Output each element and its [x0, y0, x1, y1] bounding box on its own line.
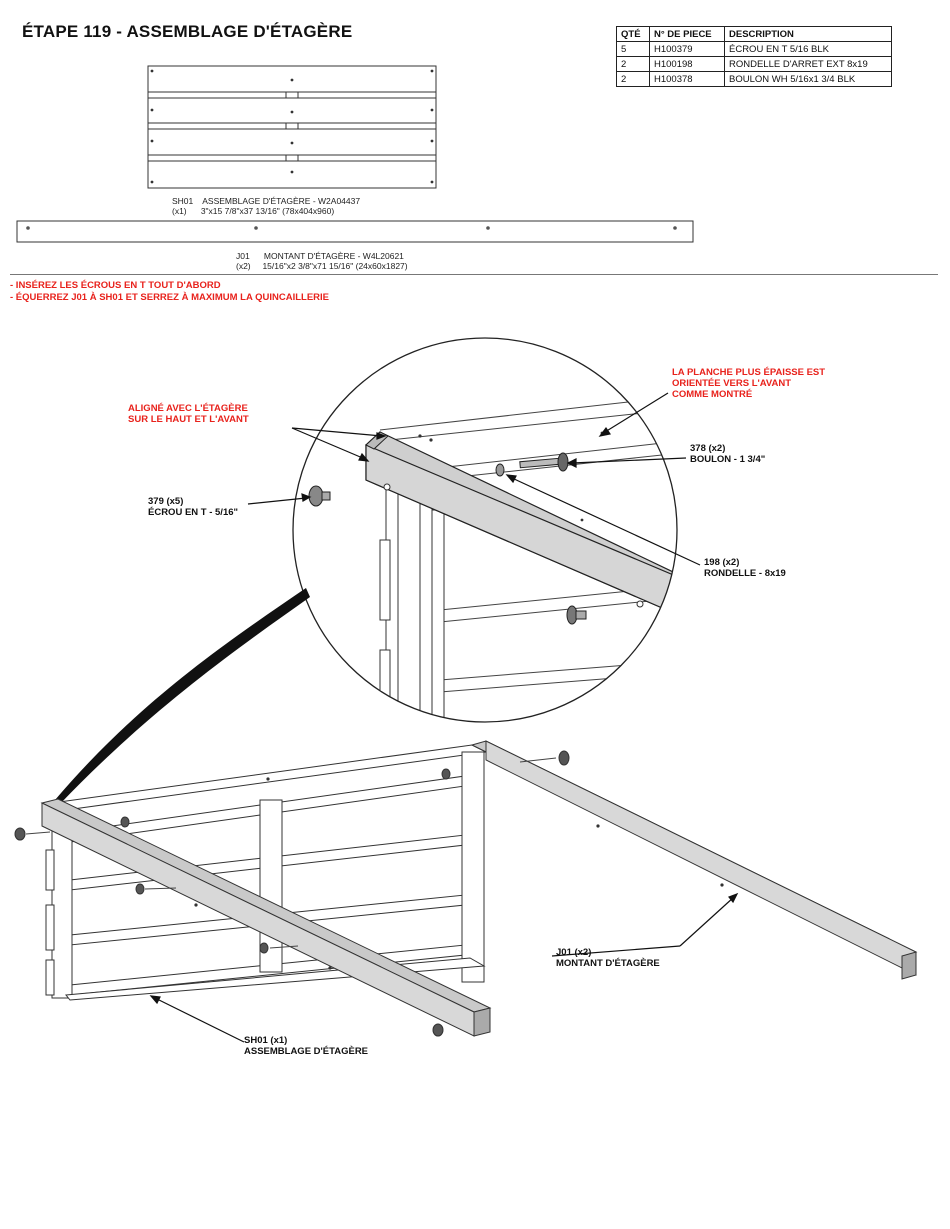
- parts-table: QTÉ N° DE PIECE DESCRIPTION 5 H100379 ÉC…: [616, 26, 892, 87]
- main-assembly: [14, 740, 918, 1037]
- sh01-caption: SH01 ASSEMBLAGE D'ÉTAGÈRE - W2A04437 (x1…: [172, 196, 361, 216]
- j01-dims: 15/16"x2 3/8"x71 15/16" (24x60x1827): [262, 260, 408, 271]
- table-row: 2 H100378 BOULON WH 5/16x1 3/4 BLK: [616, 71, 892, 87]
- callout-j01: J01 (x2) MONTANT D'ÉTAGÈRE: [556, 947, 660, 969]
- j01-caption: J01 MONTANT D'ÉTAGÈRE - W4L20621 (x2) 15…: [236, 251, 408, 271]
- sh01-dims: 3"x15 7/8"x37 13/16" (78x404x960): [200, 205, 335, 216]
- callout-bolt: 378 (x2) BOULON - 1 3/4": [690, 443, 766, 465]
- callout-washer: 198 (x2) RONDELLE - 8x19: [704, 557, 786, 579]
- callout-thick-board: LA PLANCHE PLUS ÉPAISSE EST ORIENTÉE VER…: [672, 367, 826, 400]
- table-row: 2 H100198 RONDELLE D'ARRET EXT 8x19: [616, 56, 892, 72]
- callout-tnut: 379 (x5) ÉCROU EN T - 5/16": [148, 496, 239, 518]
- shelf-panel-drawing: [147, 65, 437, 189]
- j01-code: J01: [236, 251, 250, 261]
- instruction-note-2: - ÉQUERREZ J01 À SH01 ET SERREZ À MAXIMU…: [10, 292, 329, 303]
- sh01-code: SH01: [172, 196, 194, 206]
- desc-cell: BOULON WH 5/16x1 3/4 BLK: [724, 71, 892, 87]
- section-divider: [10, 274, 938, 275]
- sh01-name: ASSEMBLAGE D'ÉTAGÈRE - W2A04437: [202, 196, 361, 206]
- upright-drawing: [16, 220, 694, 243]
- j01-qty: (x2): [236, 260, 251, 271]
- page-title: ÉTAPE 119 - ASSEMBLAGE D'ÉTAGÈRE: [22, 22, 353, 41]
- callout-sh01: SH01 (x1) ASSEMBLAGE D'ÉTAGÈRE: [244, 1035, 369, 1057]
- sh01-qty: (x1): [172, 205, 187, 216]
- callout-leaders: [149, 392, 739, 1043]
- detail-magnifier: [292, 337, 678, 723]
- j01-name: MONTANT D'ÉTAGÈRE - W4L20621: [263, 251, 404, 261]
- instruction-note-1: - INSÉREZ LES ÉCROUS EN T TOUT D'ABORD: [10, 280, 221, 291]
- parts-table-header: QTÉ N° DE PIECE DESCRIPTION: [616, 26, 892, 42]
- magnifier-connector: [55, 588, 310, 804]
- callout-aligned: ALIGNÉ AVEC L'ÉTAGÈRE SUR LE HAUT ET L'A…: [128, 403, 249, 425]
